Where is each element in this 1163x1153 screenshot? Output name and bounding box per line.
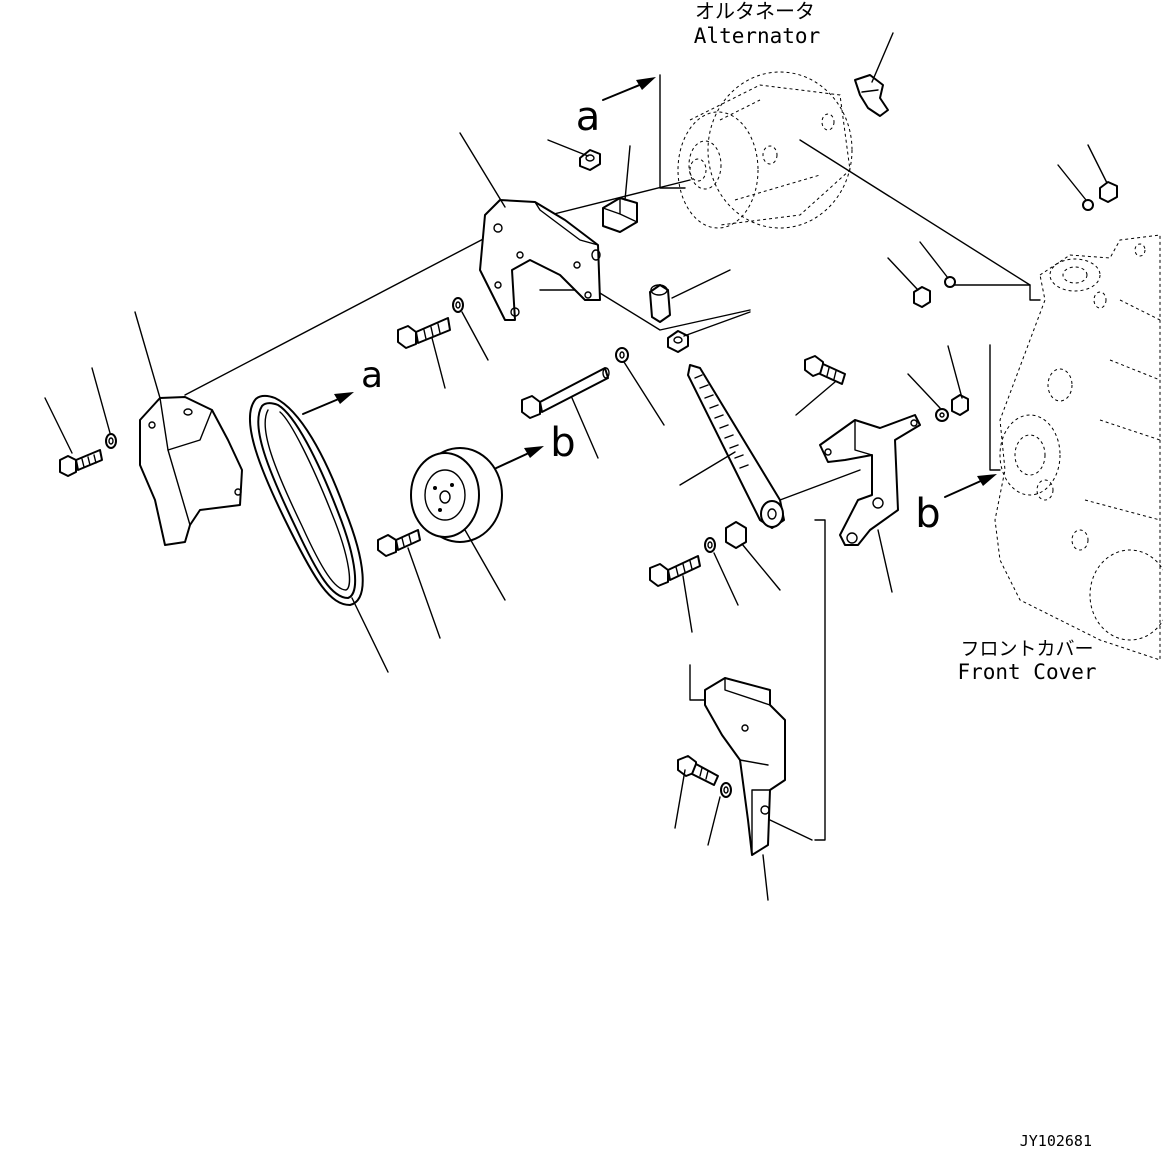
bolt-lower-left [649, 555, 701, 587]
reference-letter-b-middle: b [550, 420, 575, 466]
front-cover-label-en: Front Cover [957, 660, 1096, 684]
bracket-spacer-block [602, 197, 638, 233]
bolt-flange-right [804, 355, 846, 385]
small-nuts [725, 181, 1118, 549]
washers [105, 199, 1094, 798]
reference-arrows [302, 77, 997, 498]
front-cover-label-jp: フロントカバー [960, 638, 1093, 660]
v-belt [248, 394, 364, 606]
bolt-long [521, 367, 610, 419]
leader-lines [44, 32, 1108, 901]
alternator [677, 71, 853, 229]
bolt-lower-bracket [677, 755, 719, 786]
alternator-label-en: Alternator [694, 24, 820, 48]
drawing-id: JY102681 [1020, 1132, 1092, 1150]
bushing [649, 284, 671, 323]
reference-letter-a-top: a [576, 94, 601, 140]
alternator-bracket [479, 199, 601, 321]
nut-adjust [667, 330, 689, 353]
lower-bracket [704, 677, 786, 856]
reference-letter-b-right: b [915, 491, 940, 537]
front-cover [994, 234, 1163, 661]
reference-letter-a-middle: a [361, 355, 383, 396]
bolt-cover-left [59, 449, 103, 477]
alternator-clip [854, 74, 889, 117]
bolt-pulley [377, 529, 421, 557]
crank-pulley [410, 447, 503, 543]
bolt-bracket-upper [397, 317, 451, 349]
adjusting-link [687, 364, 785, 529]
alternator-label-jp: オルタネータ [695, 0, 815, 23]
support-bracket [819, 414, 921, 546]
assembly-lines [184, 74, 1041, 841]
nut-top [579, 149, 601, 171]
belt-cover [139, 396, 243, 546]
